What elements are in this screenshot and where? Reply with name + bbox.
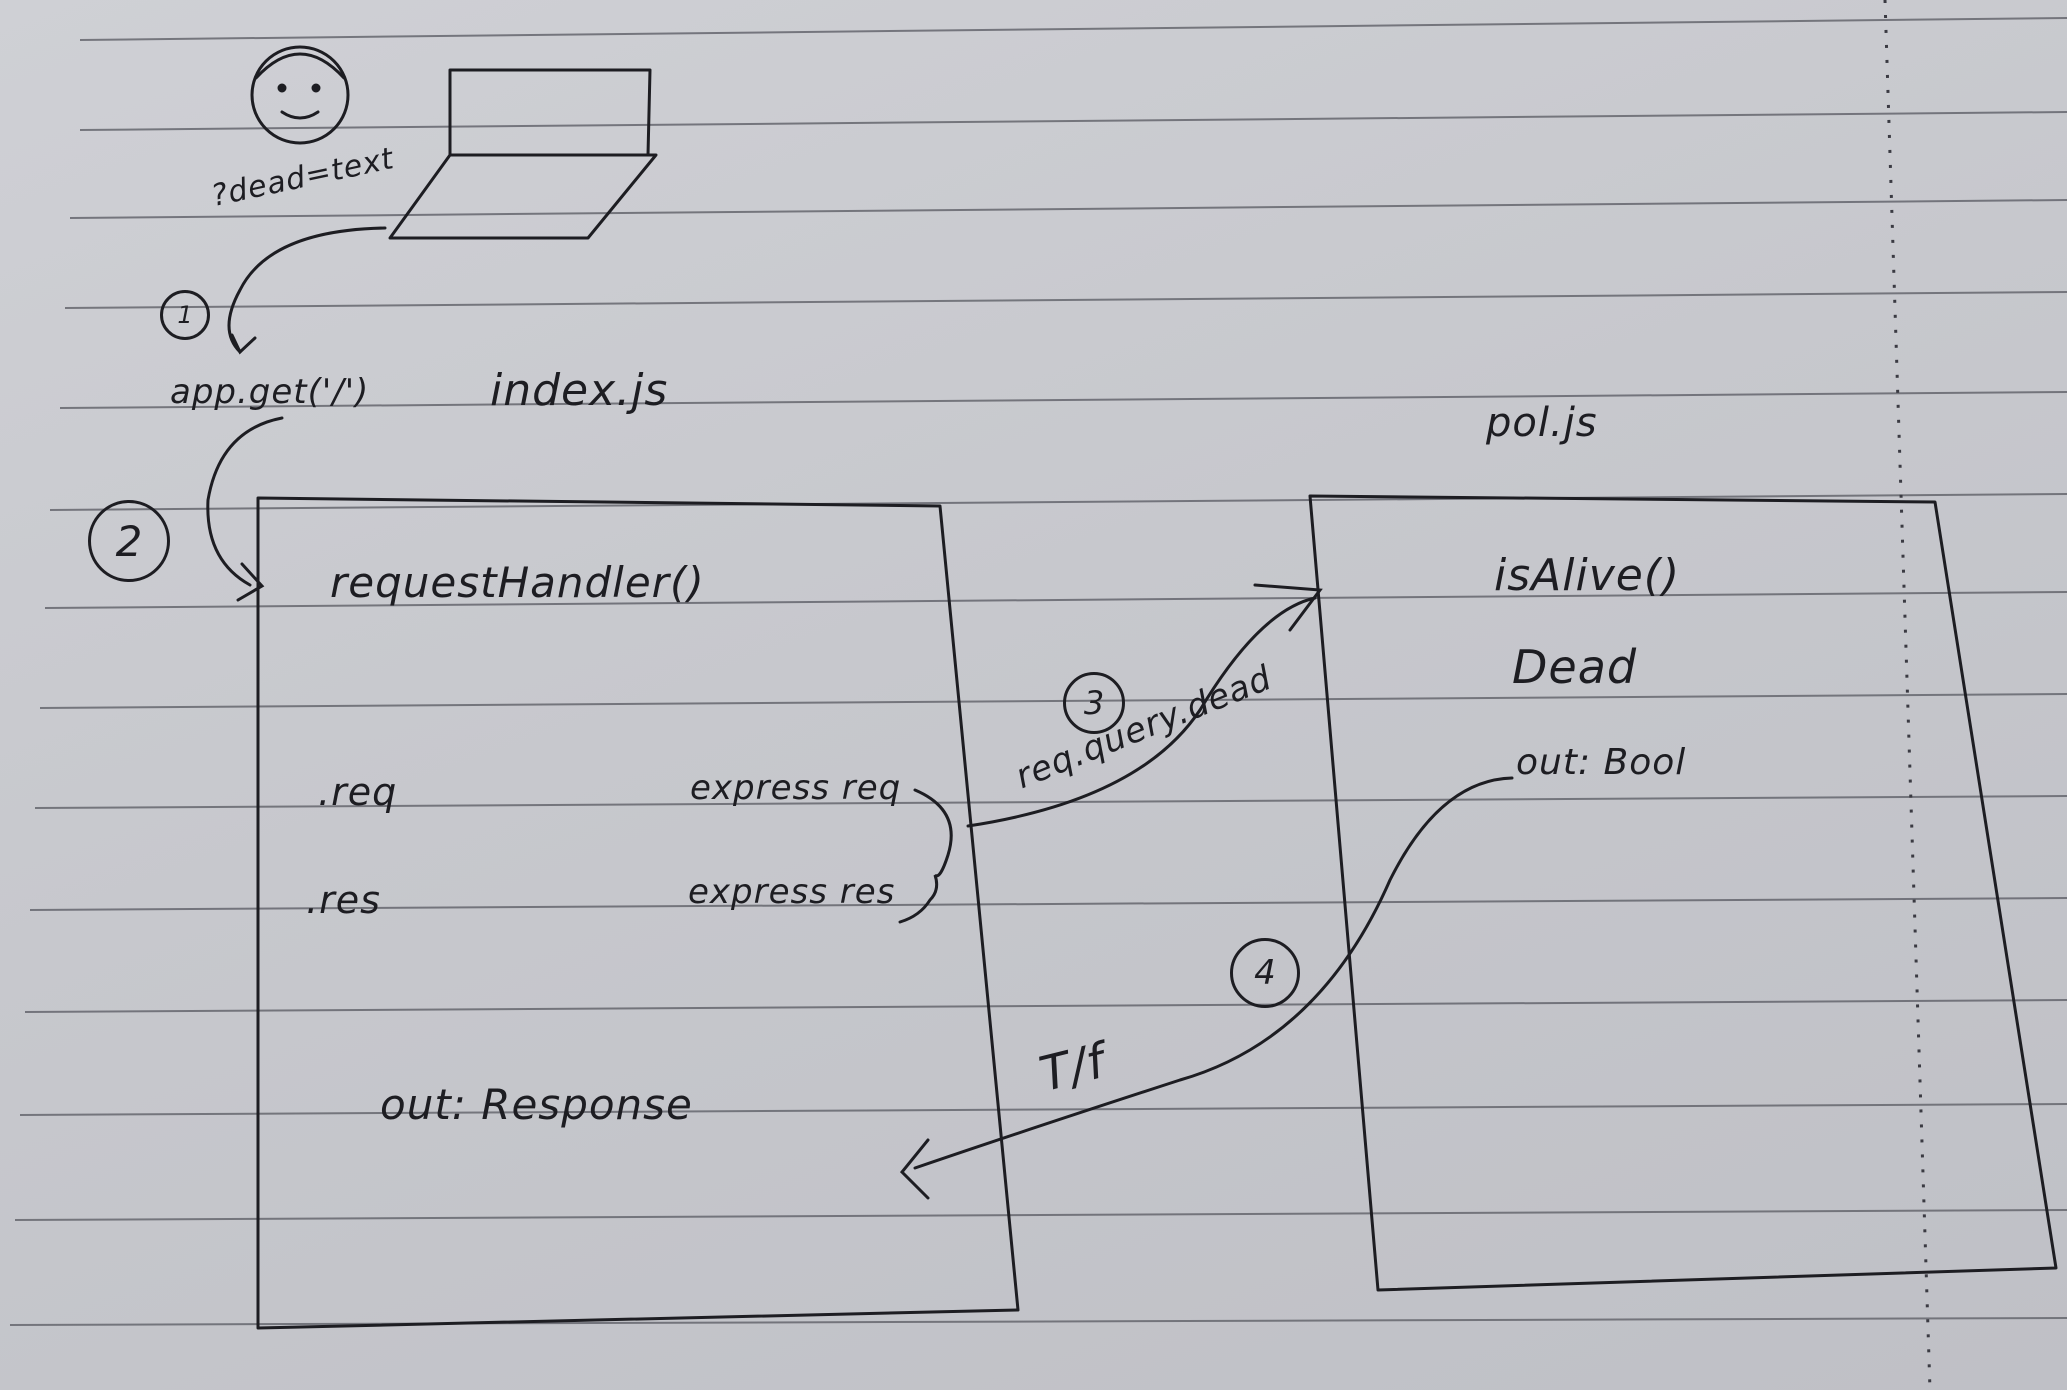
index-filename: index.js xyxy=(490,365,669,416)
pol-param: Dead xyxy=(1512,640,1638,694)
ruled-lines xyxy=(9,17,2067,1326)
index-js-box xyxy=(256,496,1020,1330)
step-one-arrow xyxy=(227,226,387,355)
param-req: .req xyxy=(318,770,398,814)
step-two-arrow xyxy=(206,416,284,602)
pol-function-name: isAlive() xyxy=(1494,550,1681,601)
param-res: .res xyxy=(306,878,381,922)
express-res-type: express res xyxy=(688,872,896,912)
express-brace xyxy=(898,788,953,924)
express-req-type: express req xyxy=(690,768,902,808)
step-one-badge: 1 xyxy=(160,290,210,340)
index-function-name: requestHandler() xyxy=(330,558,705,607)
pol-filename: pol.js xyxy=(1486,400,1598,446)
step-four-arrow xyxy=(899,776,1514,1200)
laptop-icon xyxy=(388,68,658,240)
step-three-arrow xyxy=(966,583,1323,828)
step-three-badge: 3 xyxy=(1063,672,1125,734)
user-face-icon xyxy=(250,45,350,145)
pol-output: out: Bool xyxy=(1516,742,1687,783)
index-output: out: Response xyxy=(380,1080,693,1129)
step-two-badge: 2 xyxy=(88,500,170,582)
route-call: app.get('/') xyxy=(170,372,370,412)
pol-js-box xyxy=(1308,494,2058,1292)
step-four-badge: 4 xyxy=(1230,938,1300,1008)
